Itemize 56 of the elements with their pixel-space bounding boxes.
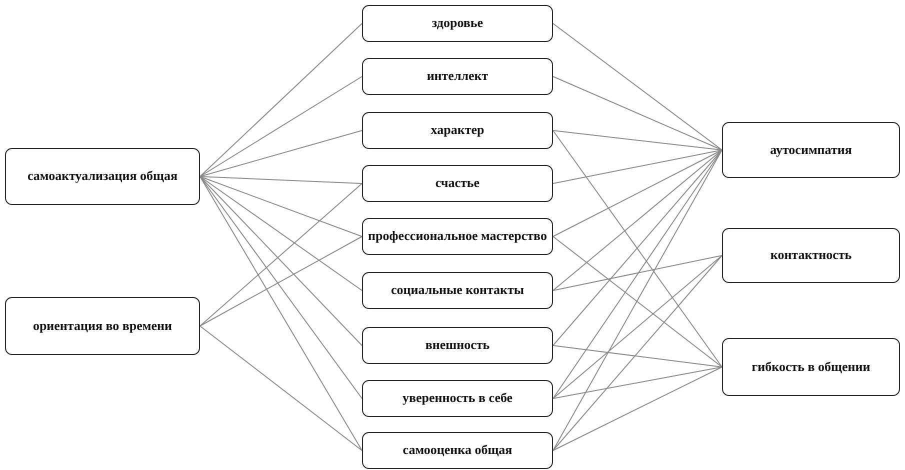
box-label: гибкость в общении (752, 360, 870, 374)
rounded-box (362, 112, 553, 149)
connector-line (552, 236, 722, 368)
connector-line (552, 255, 722, 399)
rounded-box (362, 380, 553, 417)
box-label: здоровье (432, 16, 484, 31)
connector-line (552, 255, 722, 291)
rounded-box (362, 432, 553, 469)
rounded-box (362, 58, 553, 95)
rounded-box (362, 165, 553, 202)
box-label: контактность (770, 248, 852, 263)
connector-line (552, 255, 722, 451)
box-label: самоактуализация общая (27, 169, 178, 184)
connector-line (552, 150, 722, 237)
connector-line (552, 345, 722, 368)
rounded-box (5, 297, 200, 355)
box-label: характер (430, 123, 484, 138)
connector-line (200, 176, 362, 184)
rounded-box (722, 338, 900, 396)
connector-line (200, 23, 362, 177)
connector-line (552, 150, 722, 184)
box-label: счастье (435, 176, 480, 191)
connector-line (200, 176, 362, 237)
connector-line (552, 150, 722, 451)
connector-line (552, 150, 722, 399)
connector-line (200, 236, 362, 326)
connector-line (200, 176, 362, 291)
rounded-box (362, 218, 553, 255)
connector-line (552, 23, 722, 150)
connector-line (200, 176, 362, 346)
connector-line (200, 183, 362, 326)
box-label: ориентация во времени (32, 318, 172, 334)
box-label: аутосимпатия (770, 142, 852, 158)
box-label: интеллект (426, 69, 488, 84)
connector-line (552, 76, 722, 150)
connector-line (200, 176, 362, 451)
connector-line (552, 150, 722, 346)
connector-line (552, 130, 722, 368)
rounded-box (722, 228, 900, 283)
rounded-box (362, 5, 553, 42)
connector-line (552, 366, 722, 451)
box-label: внешность (425, 338, 490, 353)
connector-line (200, 326, 362, 451)
box-label: профессиональное мастерство (368, 229, 547, 244)
rounded-box (5, 148, 200, 205)
connector-line (200, 130, 362, 177)
rounded-box (362, 327, 553, 364)
box-label: социальные контакты (390, 283, 524, 298)
connector-line (552, 130, 722, 150)
connector-line (552, 150, 722, 291)
box-label: уверенность в себе (402, 391, 513, 406)
rounded-box (362, 272, 553, 309)
connector-line (552, 366, 722, 399)
rounded-box (722, 122, 900, 178)
connector-line (200, 76, 362, 177)
box-label: самооценка общая (402, 443, 512, 458)
